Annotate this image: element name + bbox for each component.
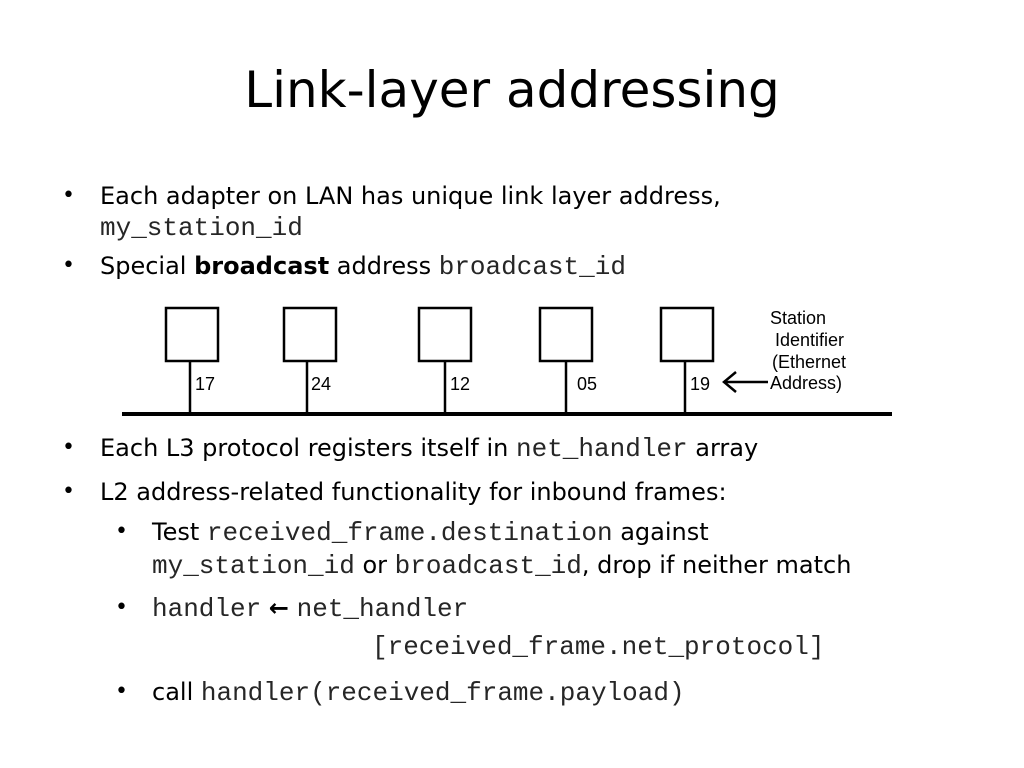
left-arrow-icon (722, 371, 768, 393)
station-24: 24 (282, 306, 338, 414)
station-box (659, 306, 715, 363)
label-line: (Ethernet (772, 352, 846, 372)
code-net-protocol-index: [received_frame.net_protocol] (372, 632, 825, 662)
code-my-station-id: my_station_id (100, 213, 303, 243)
bullet-broadcast: • Special broadcast address broadcast_id (62, 250, 626, 283)
station-id-label: 17 (195, 374, 215, 394)
bullet-adapter-address: • Each adapter on LAN has unique link la… (62, 180, 721, 244)
station-05: 05 (538, 306, 597, 414)
station-box (164, 306, 220, 363)
bullet-text: address (329, 252, 439, 280)
bullet-text: array (687, 434, 759, 462)
subbullet-call-handler: • call handler(received_frame.payload) (115, 676, 685, 709)
subbullet-handler-assign: • handler ← net_handler [received_frame.… (115, 592, 825, 663)
bullet-text: call (152, 678, 201, 706)
code-my-station-id: my_station_id (152, 551, 355, 581)
bullet-text: Test (152, 518, 207, 546)
code-net-handler: net_handler (516, 434, 688, 464)
code-net-handler: net_handler (296, 594, 469, 624)
subbullet-test-destination: • Test received_frame.destination agains… (115, 516, 852, 582)
left-arrow-icon: ← (268, 594, 289, 622)
bullet-dot: • (62, 435, 75, 460)
bullet-dot: • (62, 253, 75, 278)
station-box (417, 306, 473, 363)
station-id-label: 12 (450, 374, 470, 394)
station-id-label: 05 (577, 374, 597, 394)
code-broadcast-id: broadcast_id (438, 252, 626, 282)
station-12: 12 (417, 306, 473, 414)
bullet-dot: • (62, 479, 75, 504)
code-broadcast-id: broadcast_id (394, 551, 582, 581)
bullet-net-handler: • Each L3 protocol registers itself in n… (62, 432, 759, 465)
bullet-text: , drop if neither match (581, 551, 852, 579)
bullet-dot: • (62, 183, 75, 208)
label-line: Address) (770, 373, 842, 393)
bullet-text: Special (100, 252, 195, 280)
bullet-dot: • (115, 595, 128, 620)
bullet-dot: • (115, 679, 128, 704)
code-handler-call: handler(received_frame.payload) (200, 678, 685, 708)
station-id-label: 19 (690, 374, 710, 394)
station-identifier-label: Station Identifier (Ethernet Address) (770, 308, 846, 393)
bold-broadcast: broadcast (194, 252, 330, 280)
station-17: 17 (164, 306, 220, 414)
bullet-text: Each adapter on LAN has unique link laye… (100, 182, 721, 210)
code-handler: handler (152, 594, 262, 624)
bullet-text: against (612, 518, 709, 546)
label-line: Station (770, 308, 826, 328)
slide-title: Link-layer addressing (244, 61, 780, 119)
bullet-text: or (354, 551, 395, 579)
station-19: 19 (659, 306, 715, 414)
label-line: Identifier (775, 330, 844, 350)
station-box (538, 306, 594, 363)
station-box (282, 306, 338, 363)
station-id-label: 24 (311, 374, 331, 394)
bullet-text: Each L3 protocol registers itself in (100, 434, 516, 462)
bullet-text: L2 address-related functionality for inb… (100, 478, 727, 506)
code-received-frame-destination: received_frame.destination (206, 518, 613, 548)
bullet-dot: • (115, 519, 128, 544)
bullet-l2-functionality: • L2 address-related functionality for i… (62, 476, 727, 508)
